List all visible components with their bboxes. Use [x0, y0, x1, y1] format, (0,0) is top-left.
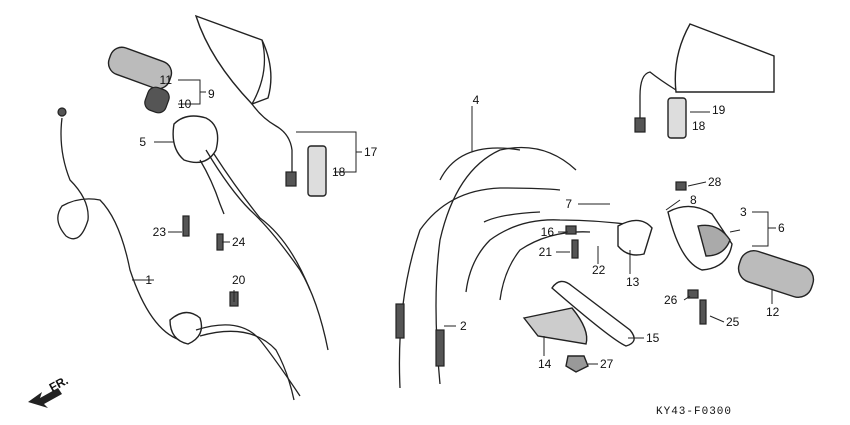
right-grip	[737, 249, 815, 299]
brake-lever	[522, 219, 653, 373]
callout-21: 21	[539, 245, 553, 259]
callout-7: 7	[565, 197, 572, 211]
callout-24: 24	[232, 235, 246, 249]
diagram-code: KY43-F0300	[656, 406, 732, 418]
callout-20: 20	[232, 273, 246, 287]
callout-17: 17	[364, 145, 378, 159]
callout-12: 12	[766, 305, 780, 319]
clutch-switch	[169, 311, 301, 401]
right-mirror	[634, 23, 775, 133]
callout-10: 10	[178, 97, 192, 111]
clutch-cable	[57, 107, 181, 341]
left-grip	[107, 46, 173, 114]
left-mirror	[194, 14, 297, 187]
right-switch	[667, 205, 733, 271]
callout-23: 23	[153, 225, 167, 239]
callout-26: 26	[664, 293, 678, 307]
mirror-rubber-cover-right	[667, 97, 687, 139]
callout-4: 4	[473, 93, 480, 107]
callout-19: 19	[712, 103, 726, 117]
callout-labels: 11 10 9 5 17 18 19 18 23 24 1 20 4 2 7 3…	[139, 73, 785, 371]
callout-18-right: 18	[692, 119, 706, 133]
callout-15: 15	[646, 331, 660, 345]
callout-16: 16	[541, 225, 555, 239]
callout-5: 5	[139, 135, 146, 149]
callout-2: 2	[460, 319, 467, 333]
callout-22: 22	[592, 263, 606, 277]
leader-lines	[132, 79, 776, 365]
callout-11: 11	[160, 73, 173, 87]
callout-3: 3	[740, 205, 747, 219]
callout-13: 13	[626, 275, 640, 289]
callout-25: 25	[726, 315, 740, 329]
callout-8: 8	[690, 193, 697, 207]
callout-9: 9	[208, 87, 215, 101]
throttle-cable-4	[435, 146, 577, 385]
front-direction-label: FR.	[47, 373, 71, 394]
throttle-cable-2	[395, 187, 561, 389]
callout-14: 14	[538, 357, 552, 371]
left-switch	[172, 115, 329, 351]
callout-27: 27	[600, 357, 614, 371]
callout-6: 6	[778, 221, 785, 235]
front-direction-arrow: FR.	[28, 373, 70, 408]
callout-18-left: 18	[332, 165, 346, 179]
callout-1: 1	[145, 273, 152, 287]
callout-28: 28	[708, 175, 722, 189]
mirror-rubber-cover-left	[307, 145, 327, 197]
